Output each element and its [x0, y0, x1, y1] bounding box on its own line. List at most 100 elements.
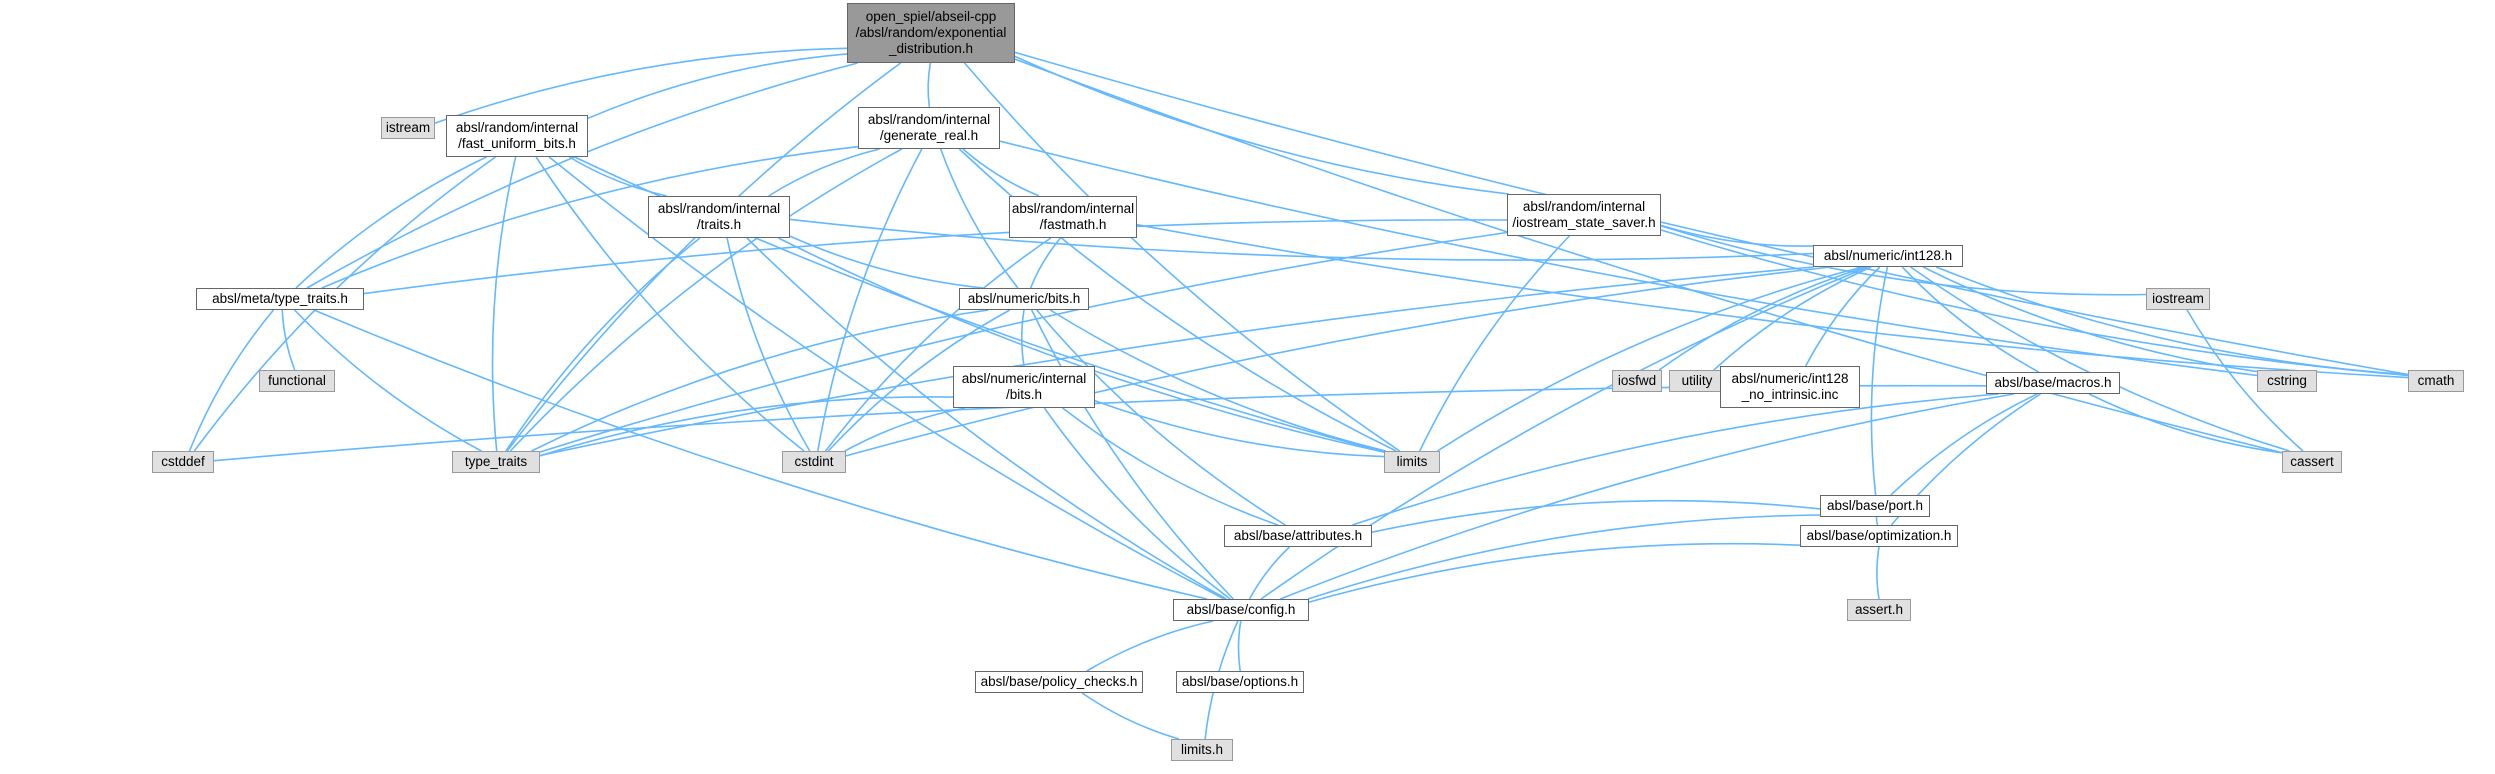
edge-nbits-to-cstdint: [827, 309, 1011, 452]
edge-metatt-to-typetraits: [294, 309, 482, 452]
edge-int128-to-macros: [1901, 266, 2040, 373]
edge-port-to-config: [1307, 514, 1821, 600]
edge-traits-to-config: [746, 237, 1227, 600]
node-config[interactable]: absl/base/config.h: [1173, 599, 1309, 621]
node-port[interactable]: absl/base/port.h: [1820, 495, 1930, 517]
node-options[interactable]: absl/base/options.h: [1176, 671, 1304, 693]
edge-attributes-to-config: [1248, 546, 1291, 600]
edge-genreal-to-cstring: [999, 140, 2258, 377]
node-nibits[interactable]: absl/numeric/internal /bits.h: [953, 366, 1095, 408]
edge-genreal-to-typetraits: [509, 148, 903, 452]
edge-traits-to-nbits: [789, 235, 984, 289]
edge-optimization-to-config: [1308, 542, 1801, 603]
edge-fub-to-traits: [568, 156, 667, 197]
edge-traits-to-limits: [778, 237, 1385, 453]
node-fub[interactable]: absl/random/internal /fast_uniform_bits.…: [446, 115, 588, 157]
edge-traits-to-int128: [789, 218, 1814, 261]
node-cstring: cstring: [2257, 370, 2317, 392]
edge-traits-to-typetraits: [505, 237, 701, 452]
edge-nbits-to-nibits: [1020, 309, 1025, 367]
node-nbits[interactable]: absl/numeric/bits.h: [959, 288, 1089, 310]
edge-iostream-to-cassert: [2186, 309, 2304, 452]
edge-int128-to-port: [1870, 266, 1889, 496]
edge-metatt-to-config: [313, 309, 1208, 600]
edge-fub-to-typetraits: [491, 156, 517, 452]
edge-iss-to-typetraits: [539, 231, 1508, 453]
node-functional: functional: [259, 370, 335, 392]
node-fastmath[interactable]: absl/random/internal /fastmath.h: [1009, 196, 1137, 238]
node-limitsh: limits.h: [1171, 739, 1233, 761]
edge-genreal-to-cstdint: [817, 148, 923, 452]
edge-root-to-typetraits: [506, 62, 902, 452]
node-iss[interactable]: absl/random/internal /iostream_state_sav…: [1507, 194, 1661, 236]
edge-nibits-to-attributes: [1062, 407, 1279, 526]
edge-macros-to-cassert: [2088, 393, 2283, 454]
edge-iss-to-iostream: [1660, 225, 2147, 296]
node-policy[interactable]: absl/base/policy_checks.h: [975, 671, 1143, 693]
node-optimization[interactable]: absl/base/optimization.h: [1800, 525, 1958, 547]
edge-genreal-to-traits: [768, 148, 880, 197]
edge-root-to-cassert: [1014, 58, 2283, 454]
edge-int128-to-cmath: [1935, 266, 2409, 376]
edge-fub-to-metatt: [295, 156, 487, 289]
edge-iss-to-limits: [1418, 235, 1570, 452]
node-iosfwd: iosfwd: [1612, 370, 1662, 392]
node-traits[interactable]: absl/random/internal /traits.h: [648, 196, 790, 238]
node-asserth: assert.h: [1847, 599, 1911, 621]
node-root: open_spiel/abseil-cpp /absl/random/expon…: [847, 3, 1015, 63]
edge-root-to-limits: [963, 62, 1401, 452]
edge-macros-to-config: [1280, 393, 2014, 600]
node-istream: istream: [381, 117, 435, 139]
edge-nibits-to-typetraits: [539, 396, 954, 457]
edge-port-to-attributes: [1371, 499, 1821, 533]
edge-fastmath-to-nbits: [1029, 237, 1062, 289]
edge-root-to-genreal: [927, 62, 932, 108]
edge-int128-to-utility: [1713, 266, 1872, 371]
edge-int128-to-limits: [1436, 266, 1863, 452]
edge-policy-to-limitsh: [1081, 692, 1180, 740]
edge-root-to-cmath: [1014, 51, 2409, 376]
edge-fastmath-to-cstdint: [824, 237, 1052, 452]
edge-nbits-to-config: [1030, 309, 1234, 600]
edge-nibits-to-limits: [1094, 399, 1385, 458]
node-cstdint: cstdint: [782, 451, 846, 473]
node-macros[interactable]: absl/base/macros.h: [1986, 372, 2120, 394]
edge-traits-to-cstdint: [726, 237, 811, 452]
edge-genreal-to-fastmath: [962, 148, 1040, 197]
edge-macros-to-port: [1890, 393, 2038, 496]
node-metatt[interactable]: absl/meta/type_traits.h: [196, 288, 364, 310]
edge-optimization-to-asserth: [1876, 546, 1880, 600]
edge-int128-to-noint: [1804, 266, 1881, 367]
edge-int128-to-cstring: [1922, 266, 2258, 373]
edge-nibits-to-config: [1043, 407, 1231, 600]
node-cstddef: cstddef: [152, 451, 214, 473]
edge-metatt-to-cstddef: [188, 309, 275, 452]
node-limits: limits: [1384, 451, 1440, 473]
edge-iss-to-int128: [1660, 224, 1814, 247]
edge-root-to-istream: [434, 47, 848, 124]
edge-fub-to-cstdint: [535, 156, 805, 452]
edge-root-to-iss: [1014, 55, 1509, 195]
edge-config-to-options: [1237, 620, 1242, 672]
edge-macros-to-attributes: [1352, 393, 1999, 526]
node-utility: utility: [1669, 370, 1725, 392]
node-int128[interactable]: absl/numeric/int128.h: [1813, 245, 1963, 267]
edge-nbits-to-attributes: [1036, 309, 1286, 526]
node-iostream: iostream: [2146, 288, 2210, 310]
edge-root-to-fub: [587, 53, 848, 120]
edge-int128-to-iosfwd: [1658, 266, 1867, 371]
edge-root-to-metatt: [306, 62, 858, 289]
edge-fub-to-config: [548, 156, 1225, 600]
node-noint[interactable]: absl/numeric/int128 _no_intrinsic.inc: [1720, 366, 1860, 408]
edge-port-to-optimization: [1875, 516, 1879, 526]
edge-metatt-to-functional: [281, 309, 296, 371]
edge-int128-to-cstdint: [845, 266, 1831, 457]
node-attributes[interactable]: absl/base/attributes.h: [1224, 525, 1372, 547]
node-cmath: cmath: [2408, 370, 2464, 392]
node-typetraits: type_traits: [452, 451, 540, 473]
edge-nibits-to-cstdint: [844, 407, 966, 452]
node-genreal[interactable]: absl/random/internal /generate_real.h: [858, 107, 1000, 149]
node-cassert: cassert: [2282, 451, 2342, 473]
edge-int128-to-typetraits: [539, 266, 1814, 457]
